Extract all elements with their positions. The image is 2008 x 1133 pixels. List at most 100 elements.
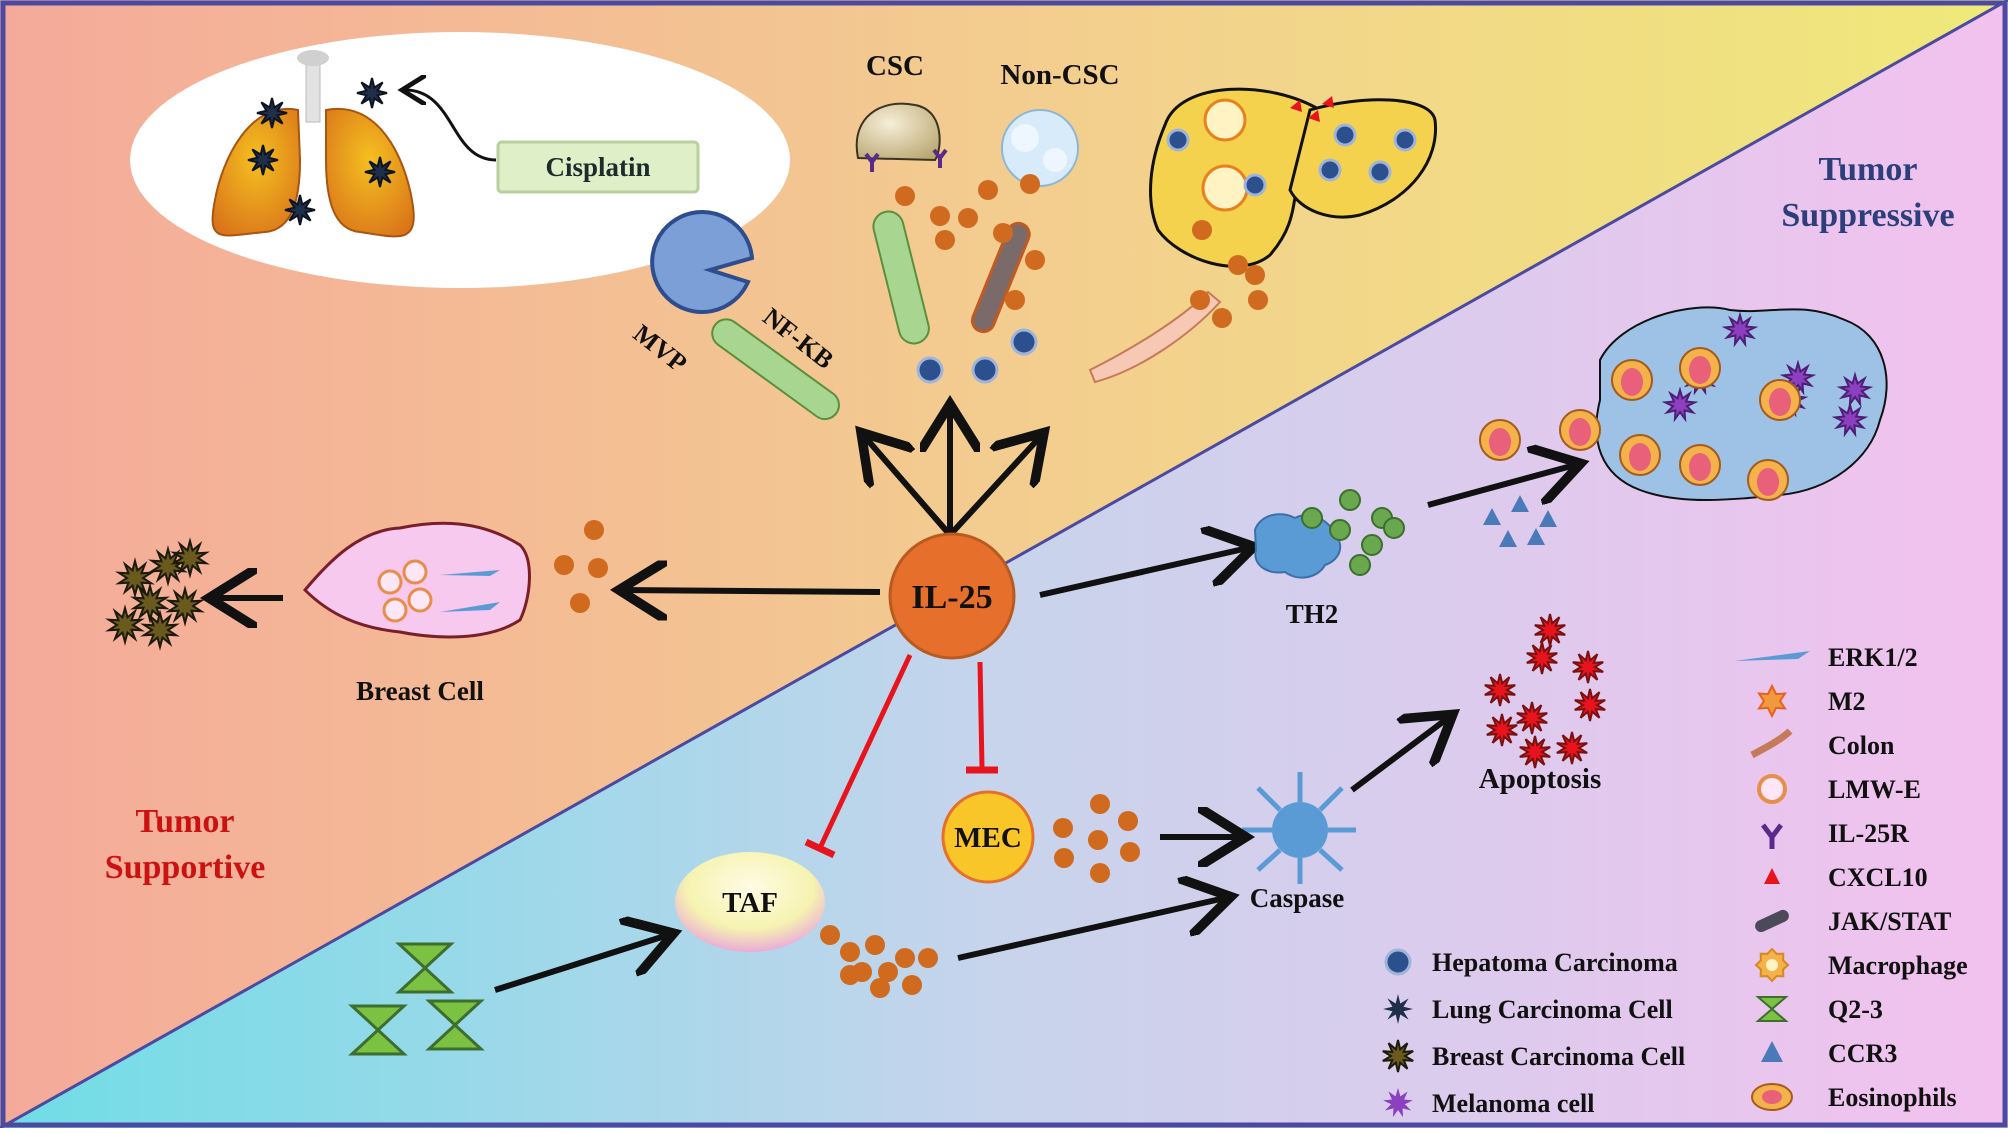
cytokine-dot-breast-1	[554, 555, 574, 575]
cytokine-dot-breast-2	[588, 558, 608, 578]
mec-node	[941, 790, 1035, 884]
il25-label: IL-25	[911, 579, 992, 616]
legend-label: CXCL10	[1828, 863, 1928, 892]
arrow-taf-to-caspase	[957, 898, 1225, 961]
q2-3-2	[425, 999, 485, 1051]
eosinophil-3	[1619, 434, 1661, 476]
cisplatin-arrow	[405, 90, 497, 162]
inhibit-taf-bar	[804, 838, 836, 859]
arrow-to-tumor	[1427, 465, 1575, 508]
colon-icon	[1750, 728, 1793, 759]
liver-hepatoma-1	[1166, 128, 1190, 152]
caspase-cell-icon	[1242, 772, 1356, 884]
apoptotic-cell-8	[1534, 613, 1566, 647]
q2-3-0	[395, 942, 455, 994]
hepatoma-cell-3	[1010, 328, 1038, 356]
apoptotic-cell-5	[1486, 713, 1518, 747]
erk-icon	[1734, 651, 1810, 661]
cytokine-dot-top-1	[930, 206, 950, 226]
erk-icon-1	[440, 570, 500, 576]
apoptotic-cell-1	[1526, 641, 1558, 675]
liver-hepatoma-2	[1243, 173, 1267, 197]
il25r-receptor-left-icon	[864, 152, 880, 172]
melanoma-icon	[1383, 1088, 1413, 1118]
legend-label: JAK/STAT	[1828, 907, 1951, 936]
th2-cytokine-3	[1329, 519, 1351, 541]
apoptotic-cell-6	[1519, 735, 1551, 769]
il25r-receptor-right-icon	[932, 148, 948, 168]
cytokine-dot-top-0	[895, 186, 915, 206]
apoptotic-cell-3	[1516, 701, 1548, 735]
lung-carcinoma-cell-4	[356, 77, 388, 109]
melanoma-cell-1	[1779, 359, 1817, 396]
breast-cell-label: Breast Cell	[356, 676, 484, 706]
erk-icon-2	[440, 602, 500, 612]
eosinophil-1	[1679, 347, 1721, 389]
caspase-label: Caspase	[1250, 883, 1345, 913]
th2-cytokine-4	[1361, 534, 1383, 556]
eosinophil-0	[1611, 359, 1653, 401]
eosinophil-7	[1559, 409, 1601, 451]
il25-node	[888, 532, 1016, 660]
th2-label: TH2	[1286, 599, 1339, 629]
cisplatin-label: Cisplatin	[545, 152, 650, 182]
mec-label: MEC	[954, 822, 1022, 854]
arrow-q2-3-to-taf	[494, 935, 668, 993]
apoptosis-label: Apoptosis	[1479, 763, 1602, 795]
apoptotic-cell-7	[1556, 731, 1588, 765]
legend-label: ERK1/2	[1828, 643, 1918, 672]
lmw-e-icon-1	[377, 569, 403, 595]
nfkb-signal-icon	[872, 210, 930, 345]
cytokine-dot-taf-6	[878, 962, 898, 982]
liver-hepatoma-6	[1368, 160, 1392, 184]
liver-hepatoma-5	[1318, 158, 1342, 182]
eosinophils-icon	[1751, 1083, 1793, 1111]
nfkb-icon	[711, 318, 840, 421]
m2-icon	[1757, 683, 1787, 719]
inhibit-mec-line	[977, 661, 985, 769]
lmw-e-icon-3	[382, 597, 408, 623]
csc-cell-icon	[855, 102, 941, 162]
cytokine-dot-liver-0	[1192, 220, 1212, 240]
melanoma-cell-6	[1661, 386, 1699, 423]
cytokine-dot-taf-7	[902, 975, 922, 995]
eosinophil-4	[1679, 444, 1721, 486]
liver-hepatoma-4	[1393, 128, 1417, 152]
hepatoma-cell-1	[916, 356, 944, 384]
hepatoma-icon	[1384, 948, 1412, 976]
non-csc-cell-icon	[1001, 109, 1079, 187]
macrophage-icon	[1754, 947, 1790, 983]
arrow-to-liver	[947, 437, 1040, 538]
hepatoma-cell-2	[971, 356, 999, 384]
legend-label: Macrophage	[1828, 951, 1968, 980]
cytokine-dot-liver-1	[1228, 255, 1248, 275]
cytokine-dot-top-2	[978, 180, 998, 200]
melanoma-cell-4	[1836, 371, 1874, 408]
lung-carcinoma-cell-2	[284, 194, 316, 226]
cytokine-dot-breast-3	[570, 593, 590, 613]
th2-cytokine-0	[1301, 507, 1323, 529]
lung-carcinoma-cell-1	[247, 144, 279, 176]
breast-carcinoma-cell-2	[170, 537, 210, 579]
cytokine-dot-taf-4	[918, 948, 938, 968]
cisplatin-box	[496, 140, 700, 194]
cytokine-dot-top-6	[993, 223, 1013, 243]
cytokine-dot-mec-3	[1088, 830, 1108, 850]
ccr3-2	[1539, 510, 1557, 527]
legend-right: ERK1/2M2ColonLMW-EIL-25RCXCL10JAK/STATMa…	[1734, 643, 1968, 1112]
legend-label: Eosinophils	[1828, 1083, 1957, 1112]
suppressive-title-line2: Suppressive	[1781, 197, 1954, 234]
mvp-icon	[650, 210, 755, 315]
apoptotic-cell-4	[1574, 688, 1606, 722]
non-csc-label: Non-CSC	[1000, 59, 1119, 91]
supportive-title-line1: Tumor	[136, 803, 235, 840]
breast-carcinoma-icon	[1382, 1039, 1414, 1073]
q2-3-icon	[1755, 996, 1789, 1022]
cytokine-dot-taf-8	[870, 978, 890, 998]
ccr3-icon	[1761, 1041, 1783, 1062]
suppressive-title-line1: Tumor	[1819, 151, 1918, 188]
cytokine-dot-taf-2	[865, 935, 885, 955]
cytokine-dot-liver-5	[1245, 265, 1265, 285]
